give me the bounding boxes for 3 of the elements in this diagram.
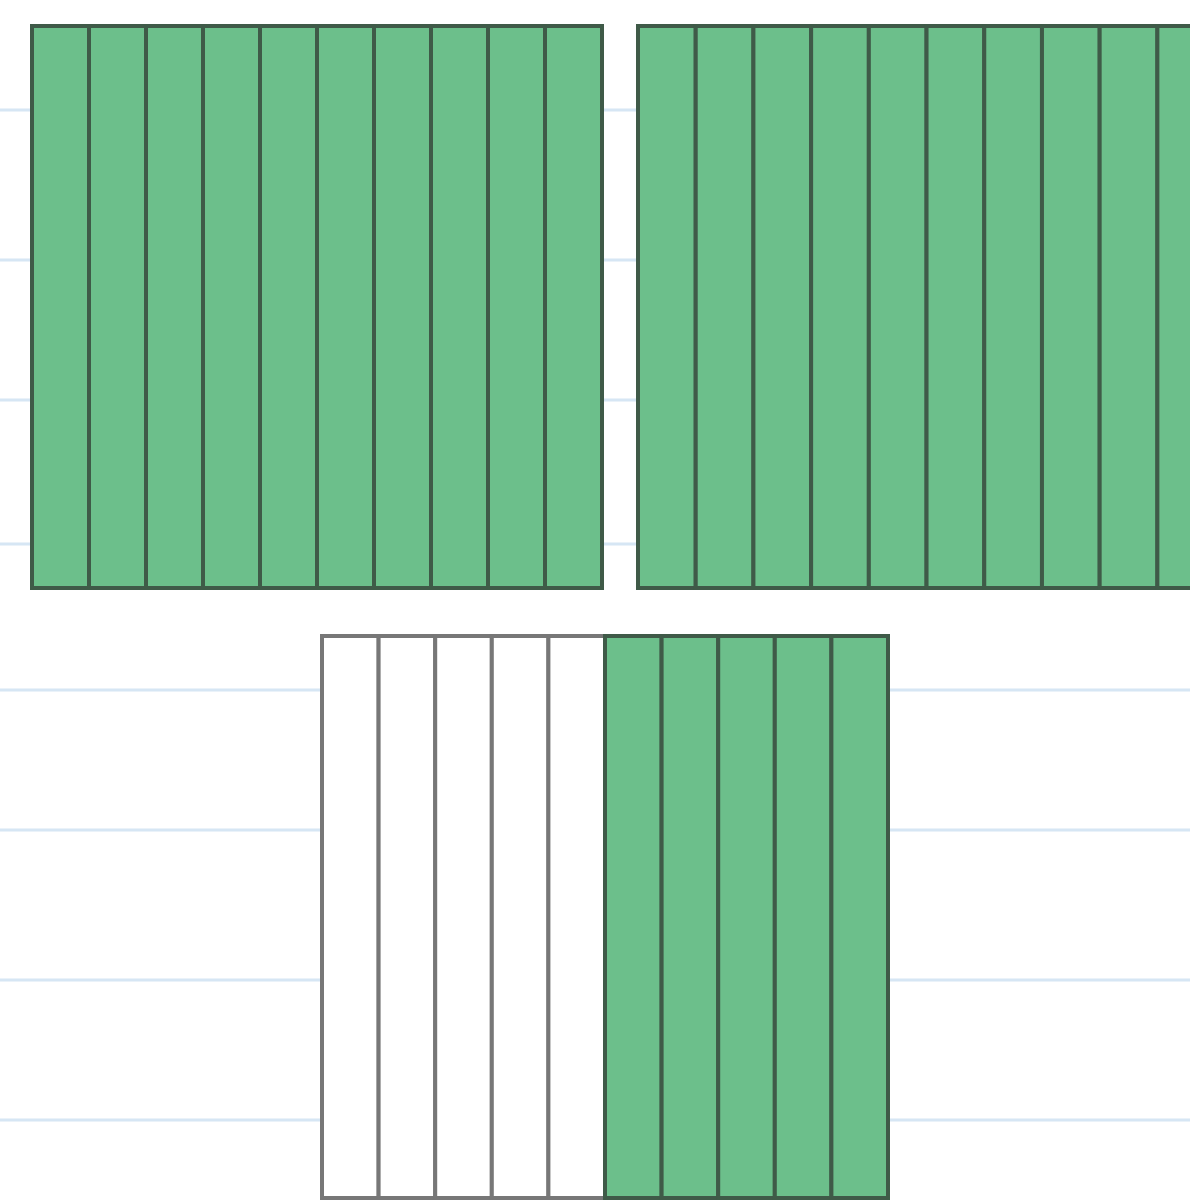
fraction-strip-square	[636, 24, 1190, 590]
fraction-strip-square	[320, 634, 890, 1200]
fraction-strip-square	[30, 24, 604, 590]
